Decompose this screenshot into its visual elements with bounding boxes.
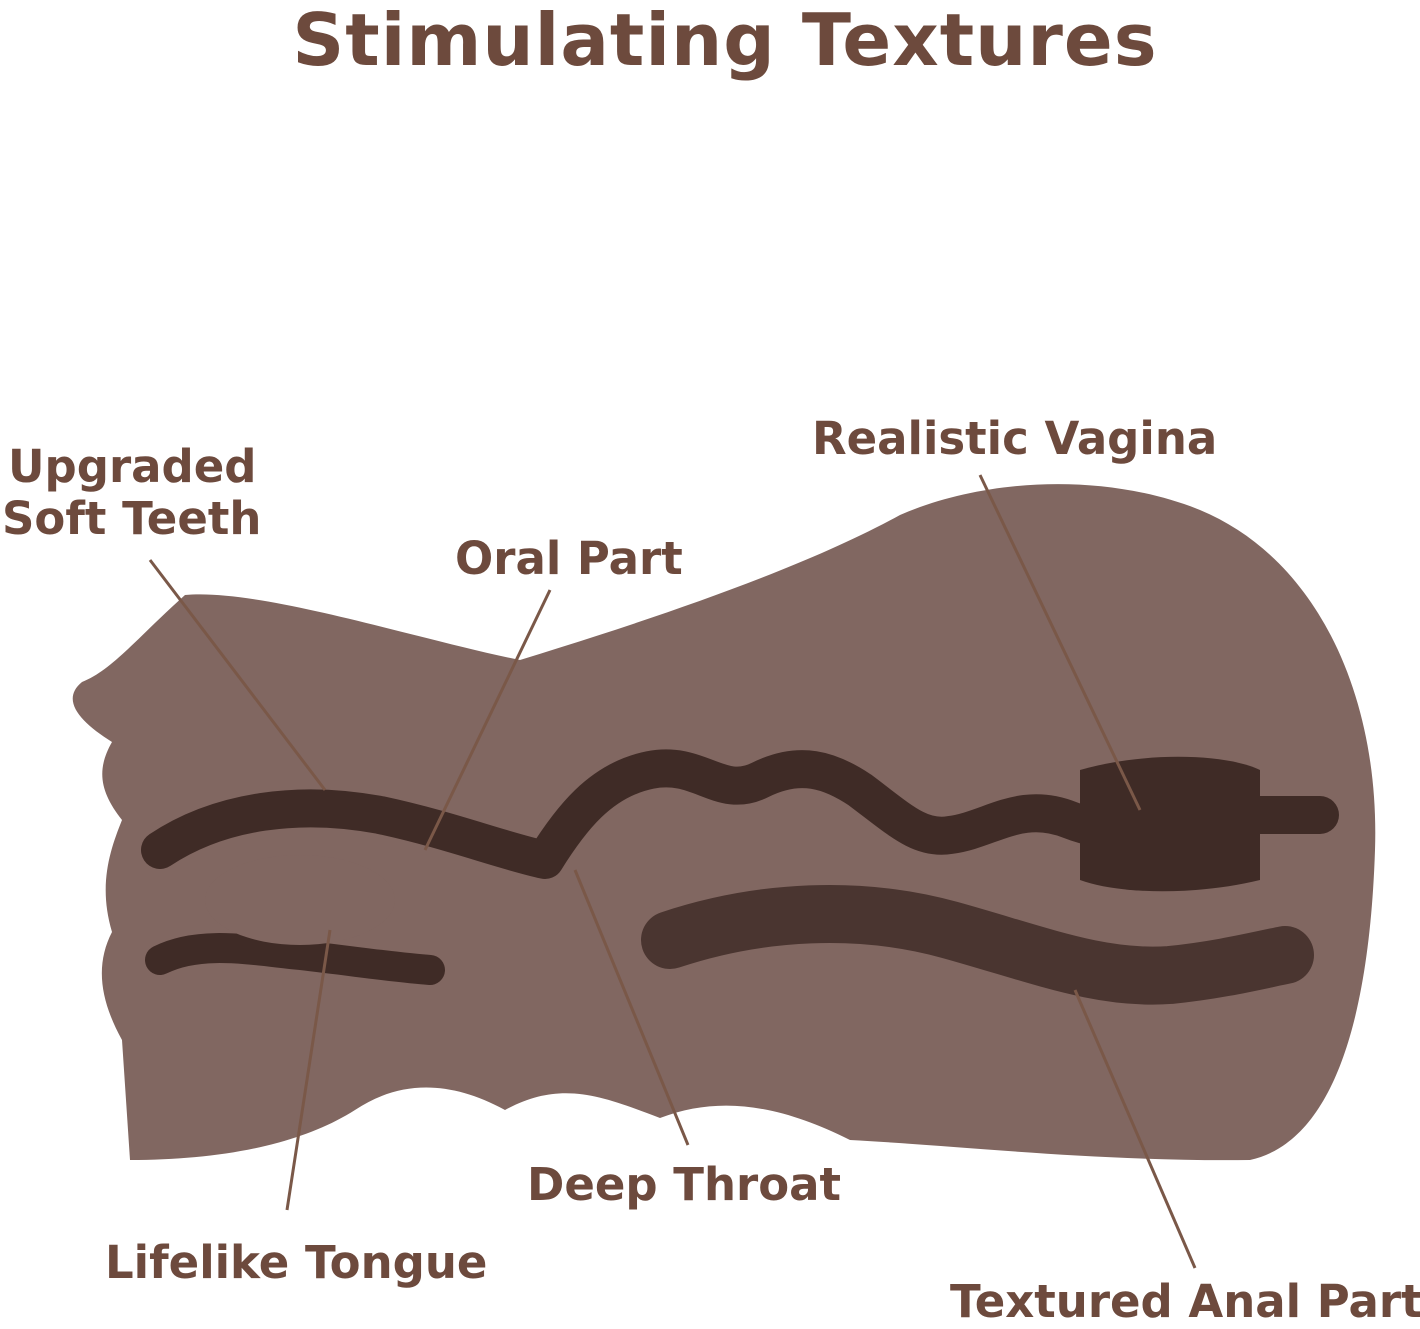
channel-bulge: [1080, 756, 1260, 892]
oral-channel: [141, 749, 1339, 879]
label-textured-anal-part: Textured Anal Part: [950, 1275, 1420, 1328]
product-body: [72, 484, 1376, 1161]
leader-tongue: [285, 929, 332, 1211]
leader-throat: [573, 869, 690, 1146]
tongue-slot: [145, 933, 445, 985]
leader-oral: [423, 589, 552, 851]
leader-vagina: [978, 474, 1142, 811]
label-teeth-line2: Soft Teeth: [2, 492, 262, 545]
anal-channel: [641, 885, 1314, 1005]
diagram-title: Stimulating Textures: [292, 0, 1158, 82]
label-deep-throat: Deep Throat: [527, 1158, 841, 1211]
leader-lines: [148, 474, 1197, 1269]
leader-anal: [1073, 989, 1197, 1269]
label-lifelike-tongue: Lifelike Tongue: [105, 1236, 488, 1289]
label-teeth-line1: Upgraded: [8, 440, 257, 493]
tongue: [205, 855, 395, 945]
leader-teeth: [148, 559, 327, 791]
label-realistic-vagina: Realistic Vagina: [812, 412, 1218, 465]
label-oral-part: Oral Part: [455, 532, 683, 585]
